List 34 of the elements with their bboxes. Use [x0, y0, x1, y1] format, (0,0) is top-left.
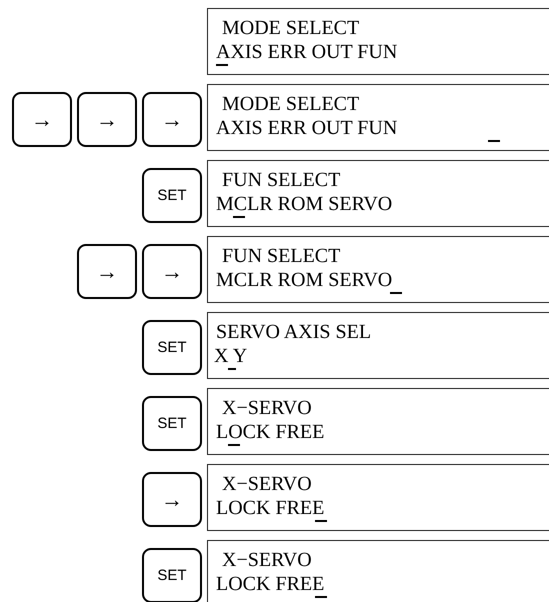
display-text: LOCK FREE [216, 572, 324, 596]
set-key: SET [142, 168, 202, 223]
arrow-key: → [142, 472, 202, 527]
display-text: MCLR ROM SERVO [216, 192, 392, 216]
display-text: FUN SELECT [222, 244, 340, 268]
set-key: SET [142, 548, 202, 602]
lcd-display [207, 8, 549, 75]
display-text: MODE SELECT [222, 92, 360, 116]
arrow-key: → [77, 244, 137, 299]
lcd-display [207, 464, 549, 531]
lcd-display [207, 312, 549, 379]
display-text: MCLR ROM SERVO [216, 268, 392, 292]
lcd-display [207, 84, 549, 151]
lcd-display [207, 388, 549, 455]
display-text: FUN SELECT [222, 168, 340, 192]
display-text: X−SERVO [222, 548, 312, 572]
arrow-key: → [142, 244, 202, 299]
display-text: LOCK FREE [216, 420, 324, 444]
arrow-key: → [12, 92, 72, 147]
display-text: X Y [214, 344, 248, 368]
lcd-display [207, 540, 549, 602]
set-key: SET [142, 396, 202, 451]
display-text: MODE SELECT [222, 16, 360, 40]
display-text: AXIS ERR OUT FUN [216, 40, 398, 64]
lcd-display [207, 160, 549, 227]
display-text: AXIS ERR OUT FUN [216, 116, 398, 140]
lcd-display [207, 236, 549, 303]
display-text: X−SERVO [222, 472, 312, 496]
display-text: SERVO AXIS SEL [216, 320, 372, 344]
set-key: SET [142, 320, 202, 375]
display-text: X−SERVO [222, 396, 312, 420]
arrow-key: → [142, 92, 202, 147]
display-text: LOCK FREE [216, 496, 324, 520]
arrow-key: → [77, 92, 137, 147]
